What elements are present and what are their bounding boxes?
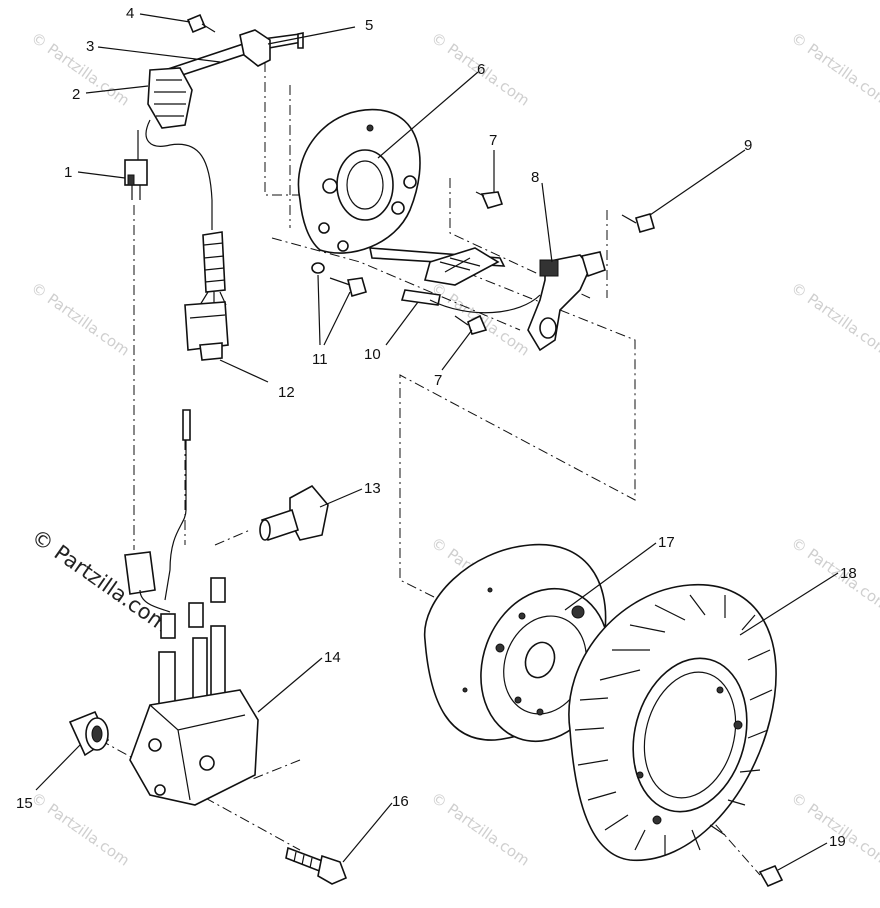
callout-11: 11 <box>312 351 328 368</box>
part-screw-11 <box>311 262 367 297</box>
part-screw-4 <box>186 13 216 34</box>
part-bolt-16 <box>285 846 348 885</box>
callout-16: 16 <box>392 793 409 810</box>
watermark: © Partzilla.com <box>28 789 133 870</box>
callout-1: 1 <box>64 164 72 181</box>
callout-6: 6 <box>477 61 485 78</box>
callout-labels: 1 2 3 4 5 6 7 7 8 9 10 11 12 13 14 15 16… <box>16 5 857 850</box>
part-bracket-rod <box>149 29 304 87</box>
leader-lines <box>35 13 839 871</box>
watermark: © Partzilla.com <box>428 789 533 870</box>
callout-2: 2 <box>72 86 80 103</box>
part-screw-7-bottom <box>454 314 488 335</box>
watermark: © Partzilla.com <box>788 279 880 360</box>
part-screw-9 <box>621 213 655 233</box>
callout-9: 9 <box>744 137 752 154</box>
callout-18: 18 <box>840 565 857 582</box>
callout-5: 5 <box>365 17 373 34</box>
watermark: © Partzilla.com <box>788 29 880 110</box>
callout-8: 8 <box>531 169 539 186</box>
callout-7-bottom: 7 <box>434 372 442 389</box>
watermark: © Partzilla.com <box>28 279 133 360</box>
callout-10: 10 <box>364 346 381 363</box>
part-stator-plate <box>297 108 421 254</box>
callout-15: 15 <box>16 795 33 812</box>
callout-4: 4 <box>126 5 134 22</box>
part-cable-lead <box>124 409 191 613</box>
part-terminal-12 <box>184 301 229 361</box>
part-connector-1 <box>124 159 148 200</box>
callout-17: 17 <box>658 534 675 551</box>
part-screw-7-top <box>475 191 504 209</box>
part-screw-19 <box>758 864 784 888</box>
callout-19: 19 <box>829 833 846 850</box>
part-regulator <box>137 67 213 230</box>
callout-14: 14 <box>324 649 341 666</box>
callout-12: 12 <box>278 384 295 401</box>
part-cooling-fan <box>568 584 777 861</box>
part-exciter-coil <box>369 247 541 314</box>
watermark: © Partzilla.com <box>788 534 880 615</box>
callout-7-top: 7 <box>489 132 497 149</box>
part-plug-cap <box>259 484 329 542</box>
part-harness <box>199 231 227 306</box>
callout-13: 13 <box>364 480 381 497</box>
part-pulser-coil <box>527 251 606 352</box>
callout-3: 3 <box>86 38 94 55</box>
part-bushing <box>68 710 110 757</box>
part-ignition-coil <box>129 577 259 806</box>
